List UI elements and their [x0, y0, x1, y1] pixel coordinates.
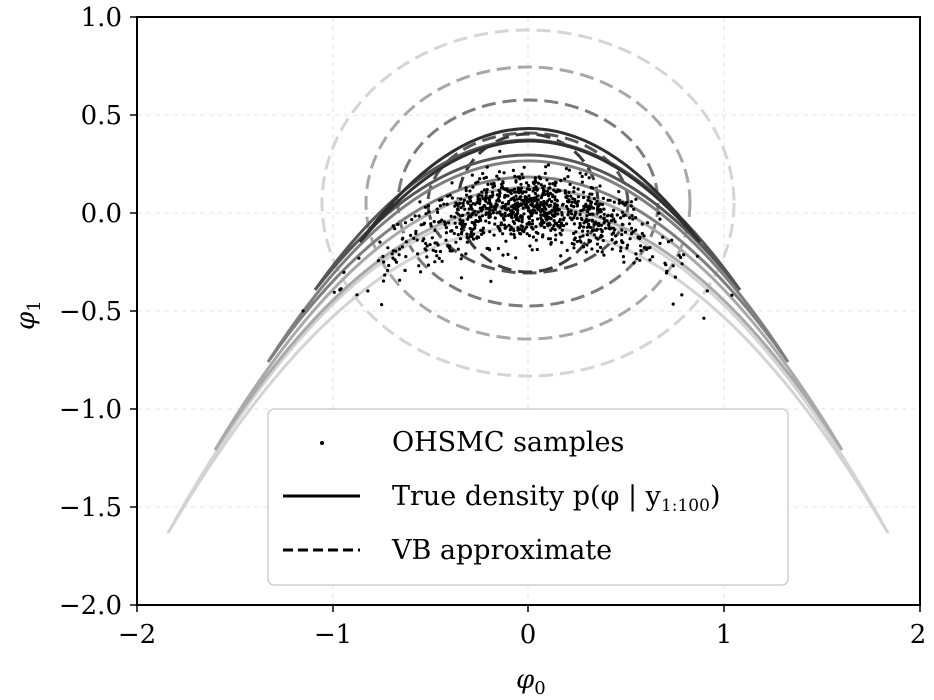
legend-true-density-label: True density p(φ | y1:100) — [392, 481, 720, 516]
ohsmc-samples — [301, 149, 734, 320]
y-tick-labels: 1.0 0.5 0.0 −0.5 −1.0 −1.5 −2.0 — [59, 3, 122, 621]
x-tick-label: −2 — [118, 620, 156, 650]
y-tick-label: 1.0 — [81, 3, 122, 33]
true-density-contours — [166, 127, 890, 534]
legend-samples-label: OHSMC samples — [392, 427, 624, 458]
x-tick-label: 2 — [910, 620, 927, 650]
legend-vb-label: VB approximate — [391, 535, 612, 566]
legend-dot-icon — [320, 441, 324, 445]
y-tick-label: −0.5 — [59, 297, 122, 327]
y-ticks — [130, 16, 137, 606]
x-tick-label: −1 — [314, 620, 352, 650]
x-axis-label: φ0 — [516, 665, 546, 699]
y-tick-label: 0.0 — [81, 199, 122, 229]
x-tick-label: 1 — [716, 620, 733, 650]
x-tick-labels: −2 −1 0 1 2 — [118, 620, 926, 650]
y-tick-label: 0.5 — [81, 101, 122, 131]
x-ticks — [136, 605, 921, 612]
x-tick-label: 0 — [520, 620, 537, 650]
legend: OHSMC samples True density p(φ | y1:100)… — [267, 408, 789, 586]
y-tick-label: −2.0 — [59, 591, 122, 621]
y-tick-label: −1.0 — [59, 395, 122, 425]
y-tick-label: −1.5 — [59, 493, 122, 523]
y-axis-label: φ1 — [11, 300, 45, 330]
